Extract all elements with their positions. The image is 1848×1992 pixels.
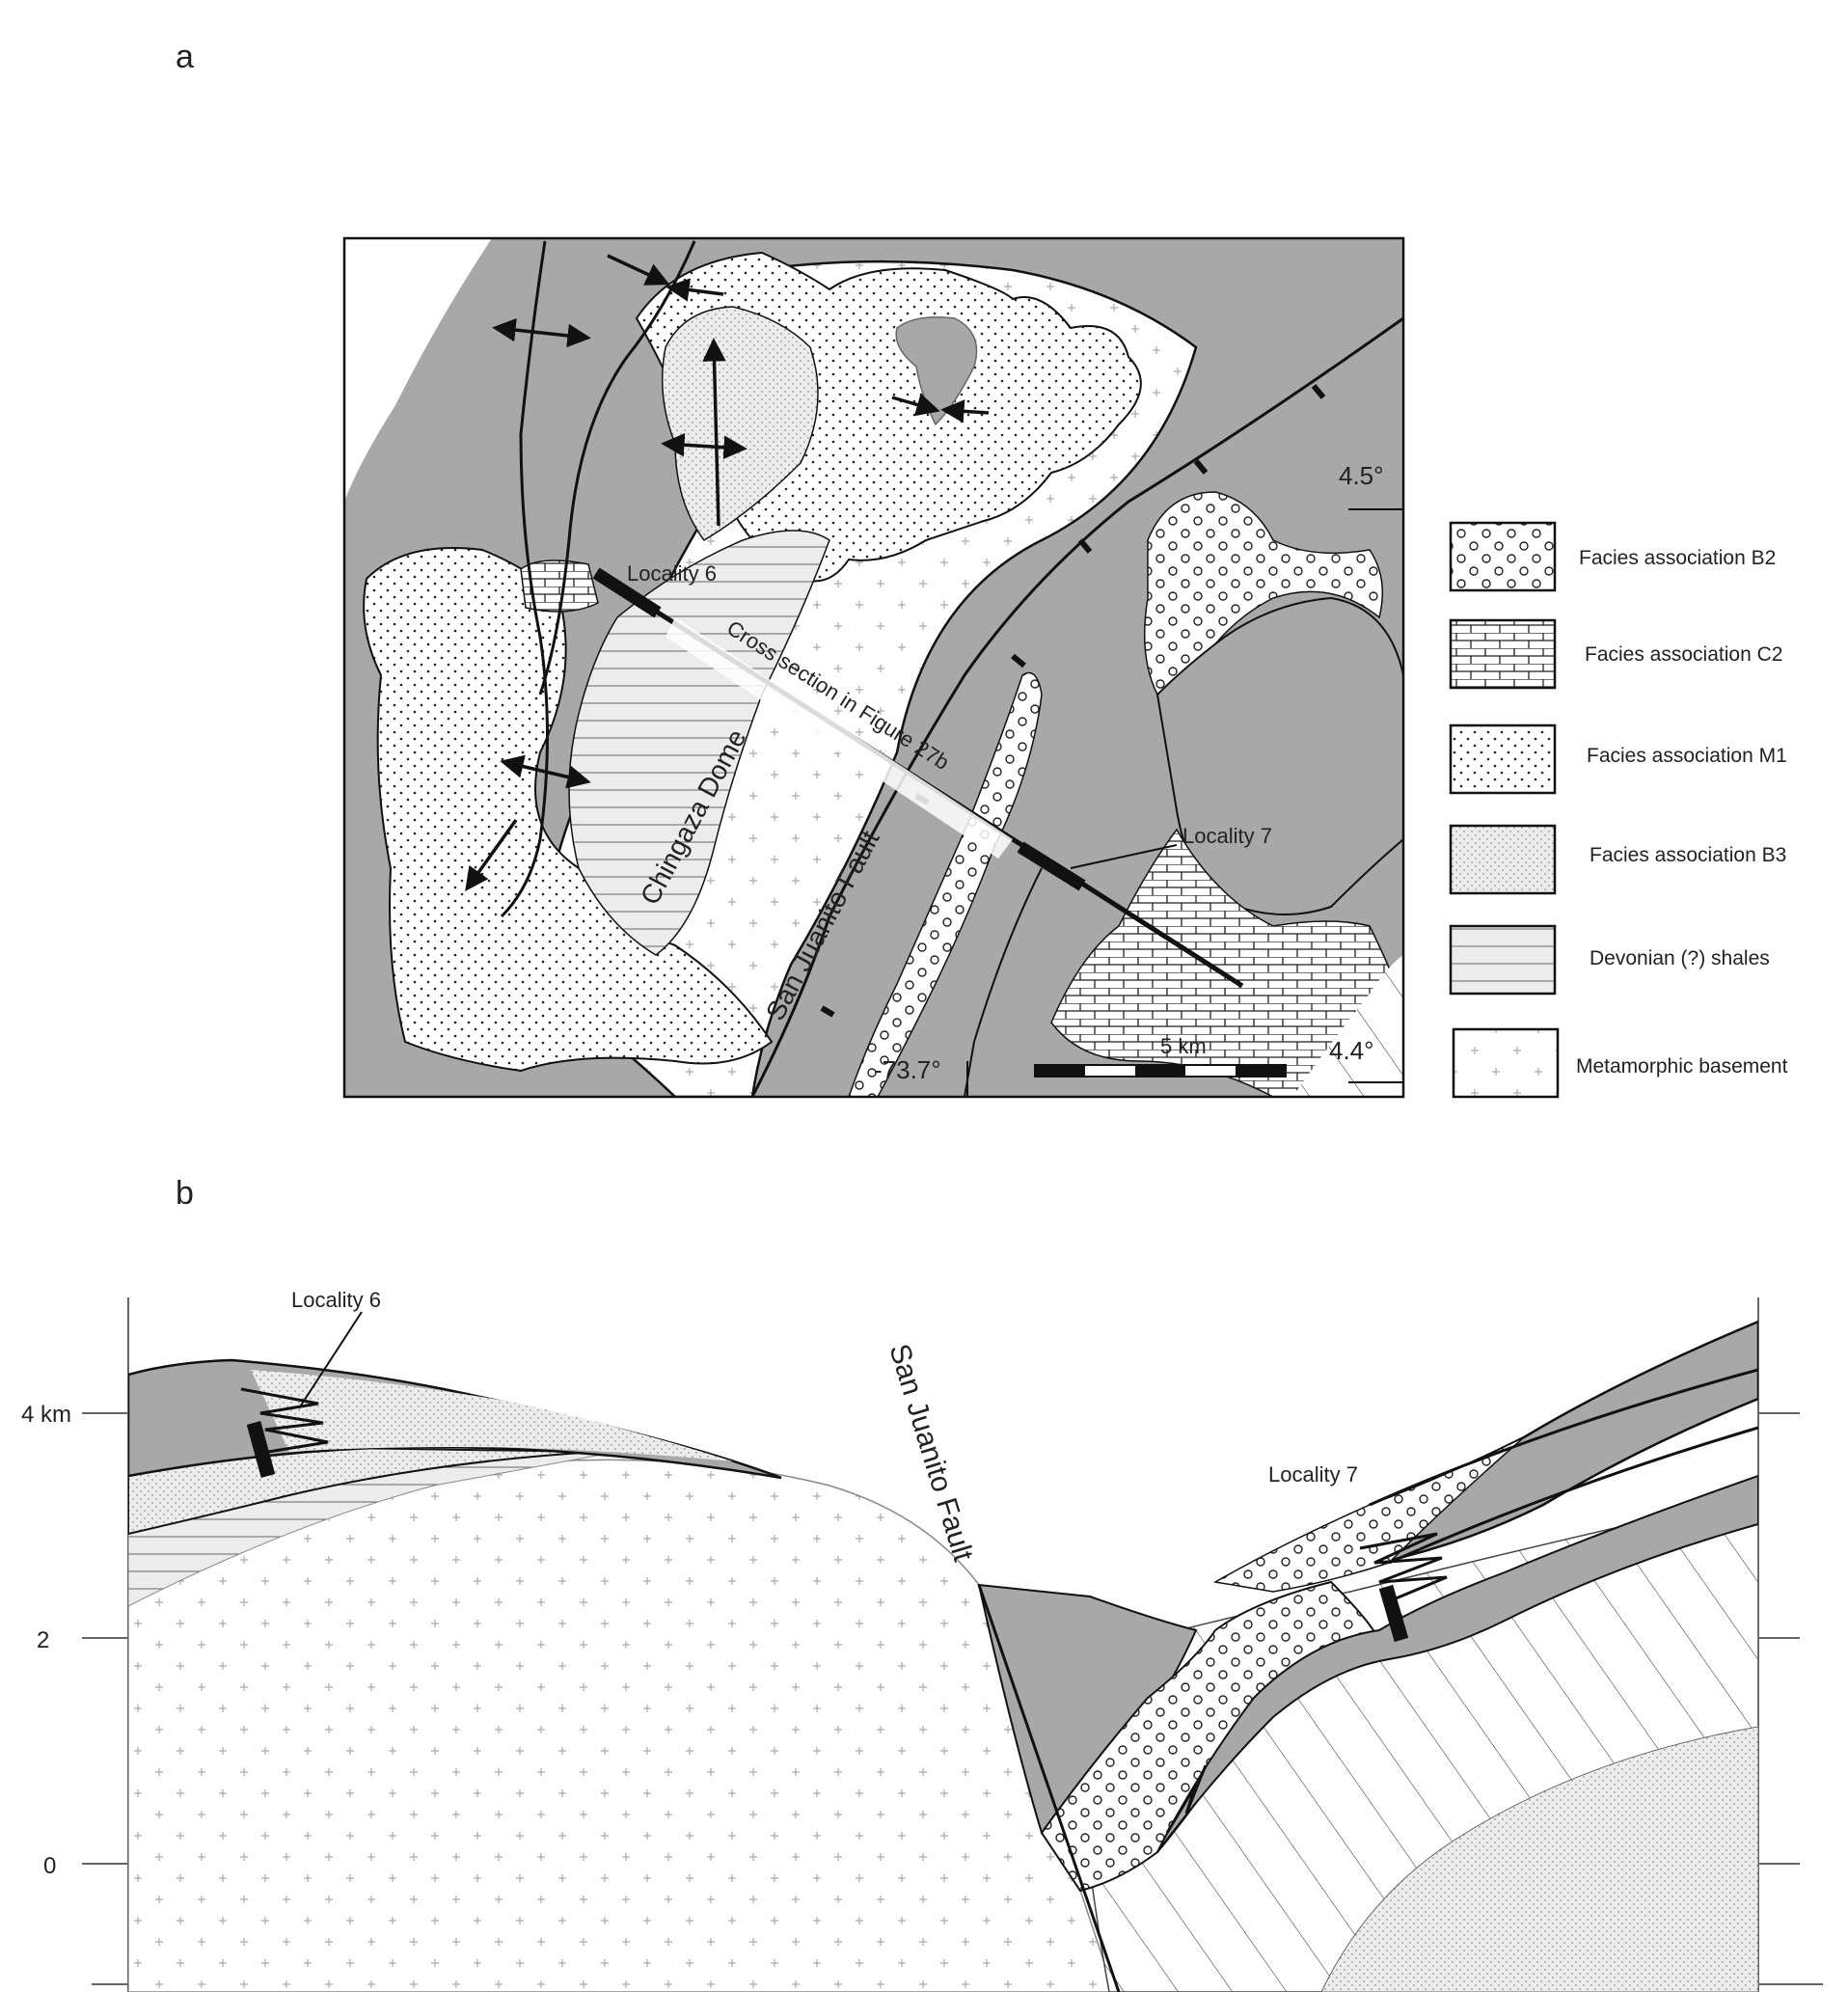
- map-locality-6-label: Locality 6: [627, 561, 717, 586]
- map-c2-west: [520, 559, 599, 613]
- y-tick-2: 2: [37, 1627, 49, 1653]
- map-hatch-corner: [1292, 955, 1403, 1097]
- legend: Facies association B2 Facies association…: [1449, 521, 1788, 1099]
- legend-label-b3: Facies association B3: [1590, 844, 1786, 866]
- cross-section: [128, 1320, 1758, 1992]
- syncline-arrow-d: [940, 399, 990, 423]
- map-lon: -73.7°: [874, 1055, 941, 1084]
- panel-a-label: a: [176, 39, 194, 75]
- legend-item-shales: Devonian (?) shales: [1449, 924, 1770, 996]
- map-lat-north: 4.5°: [1339, 461, 1384, 490]
- fold-axis-mid: [538, 240, 696, 696]
- legend-item-c2: Facies association C2: [1449, 618, 1782, 690]
- scale-label: 5 km: [1160, 1034, 1207, 1058]
- san-juanito-fault-trace: [750, 316, 1404, 1098]
- section-bar-east: [1017, 841, 1086, 891]
- locality-6-leader: [298, 1311, 363, 1409]
- legend-item-b2: Facies association B2: [1449, 521, 1776, 592]
- legend-label-shales: Devonian (?) shales: [1590, 947, 1770, 969]
- section-locality-6-bar: [246, 1421, 276, 1478]
- anticline-arrow-1: [492, 317, 591, 348]
- zigzag-west: [240, 1387, 329, 1454]
- section-gray-band: [1156, 1474, 1758, 1853]
- section-locality-7-label: Locality 7: [1268, 1462, 1358, 1487]
- legend-label-c2: Facies association C2: [1585, 643, 1782, 666]
- map-structures: [500, 240, 1404, 1098]
- map-frame: [342, 236, 1405, 1099]
- map-gray-east: [1155, 596, 1403, 915]
- section-locality-6-label: Locality 6: [291, 1288, 381, 1312]
- map-c2-east: [1050, 828, 1403, 1097]
- plunge-arrow-2: [465, 818, 518, 891]
- map-left-white: [344, 238, 492, 502]
- fault-east-trace: [964, 867, 1043, 1098]
- locality-7-leader: [1070, 844, 1178, 869]
- syncline-arrow-c: [891, 393, 940, 417]
- section-b3-east: [1320, 1726, 1758, 1992]
- section-fault-line: [977, 1584, 1121, 1992]
- section-b2-east: [1212, 1436, 1525, 1593]
- legend-label-b2: Facies association B2: [1579, 547, 1776, 569]
- fold-arrows: [465, 254, 990, 891]
- section-locality-7-bar: [1378, 1584, 1409, 1643]
- legend-label-m1: Facies association M1: [1587, 745, 1787, 767]
- interfingering: [240, 1387, 1448, 1834]
- legend-item-m1: Facies association M1: [1449, 723, 1787, 795]
- map-lat-south: 4.4°: [1329, 1036, 1374, 1065]
- section-bar-west: [592, 567, 662, 618]
- cross-section-line: [592, 567, 1244, 989]
- panel-b-label: b: [176, 1175, 194, 1212]
- scale-bar: 5 km: [1034, 1034, 1287, 1078]
- anticline-arrow-3: [500, 754, 591, 789]
- zigzag-basin: [1165, 1764, 1208, 1834]
- map-m1-lower: [363, 547, 774, 1073]
- syncline-arrow-a: [607, 254, 670, 286]
- plunge-arrow: [702, 338, 726, 527]
- legend-label-basement: Metamorphic basement: [1576, 1055, 1788, 1078]
- legend-item-b3: Facies association B3: [1449, 824, 1786, 895]
- section-fine-west: [251, 1370, 733, 1461]
- zigzag-east: [1359, 1532, 1448, 1603]
- y-tick-0: 0: [43, 1853, 56, 1879]
- anticline-arrow-2: [661, 432, 747, 460]
- map-locality-7-label: Locality 7: [1182, 824, 1272, 848]
- fold-axis-west: [500, 240, 549, 918]
- fault-ticks: [820, 384, 1326, 1018]
- map-gray-pond: [895, 316, 978, 426]
- geologic-map: [344, 238, 1403, 1097]
- legend-item-basement: Metamorphic basement: [1452, 1027, 1788, 1099]
- y-tick-4km: 4 km: [21, 1402, 71, 1428]
- syncline-arrow-b: [666, 278, 724, 302]
